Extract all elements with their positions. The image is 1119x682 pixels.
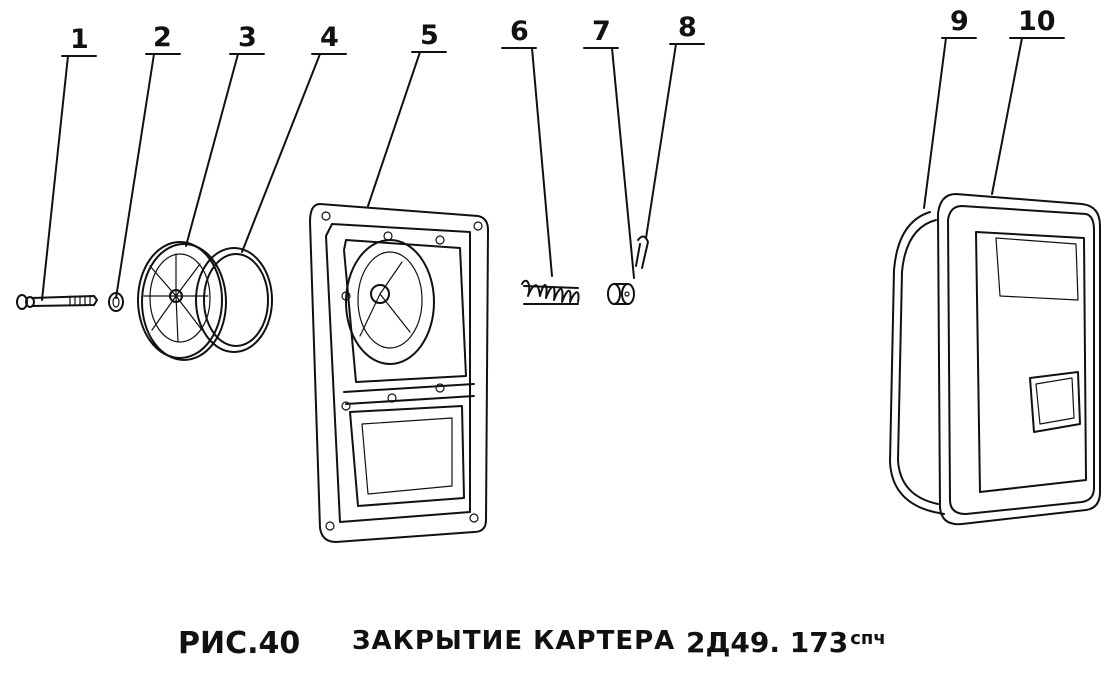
callout-1: 1 <box>41 24 97 301</box>
callout-9: 9 <box>923 6 977 209</box>
part-6-spring <box>521 279 580 305</box>
callout-5: 5 <box>367 20 447 207</box>
callout-3: 3 <box>185 22 265 247</box>
part-9-gasket <box>889 211 945 515</box>
callout-7: 7 <box>583 16 635 279</box>
callout-number: 9 <box>950 6 969 37</box>
figure-title: ЗАКРЫТИЕ КАРТЕРА <box>352 626 676 656</box>
part-8-cotter-pin <box>635 235 649 269</box>
part-5-cover-frame <box>309 203 489 543</box>
callout-number: 5 <box>420 20 439 51</box>
callout-4: 4 <box>241 22 347 253</box>
callout-number: 1 <box>70 24 89 55</box>
part-2-washer <box>108 292 124 312</box>
part-7-plug <box>607 283 635 305</box>
part-1-bolt <box>16 294 98 310</box>
callout-number: 8 <box>678 12 697 43</box>
part-10-cover <box>937 193 1101 526</box>
callout-number: 10 <box>1018 6 1056 37</box>
part-3-filter-disc <box>137 241 227 361</box>
callout-number: 6 <box>510 16 529 47</box>
drawing-code-suffix: спч <box>850 628 886 649</box>
callout-10: 10 <box>991 6 1065 195</box>
callout-number: 2 <box>153 22 172 53</box>
part-4-sealing-ring <box>195 247 273 353</box>
callout-number: 4 <box>320 22 339 53</box>
callout-number: 7 <box>592 16 611 47</box>
callout-6: 6 <box>501 16 553 277</box>
callout-number: 3 <box>238 22 257 53</box>
drawing-code-main: 2Д49. 173 <box>686 626 849 659</box>
figure-number: РИС.40 <box>178 626 301 661</box>
callout-8: 8 <box>645 12 705 239</box>
callout-2: 2 <box>115 22 181 299</box>
